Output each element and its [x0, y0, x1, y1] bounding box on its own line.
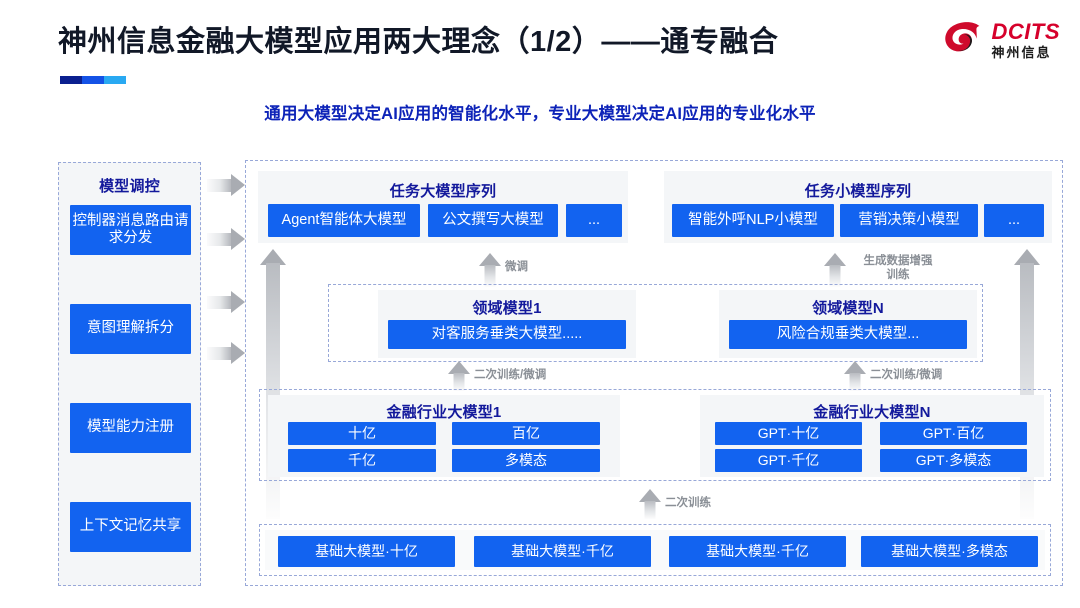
- task-small-model-title: 任务小模型序列: [804, 183, 912, 200]
- industry-model-1-title: 金融行业大模型1: [386, 404, 502, 421]
- industry-model-1-panel: 金融行业大模型1 十亿 百亿 千亿 多模态: [268, 395, 620, 477]
- task-box-outbound-nlp[interactable]: 智能外呼NLP小模型: [672, 204, 834, 237]
- domain-model-n-panel: 领域模型N 风险合规垂类大模型...: [719, 290, 977, 358]
- arrow-label-data-augmentation: 生成数据增强 训练: [863, 255, 933, 282]
- arrow-retrain: [639, 489, 661, 519]
- logo-en-text: DCITS: [991, 19, 1060, 44]
- control-panel: 模型调控 控制器消息路由请求分发 意图理解拆分 模型能力注册 上下文记忆共享: [58, 162, 201, 586]
- domain-model-1-panel: 领域模型1 对客服务垂类大模型.....: [378, 290, 636, 358]
- base-model-container: 基础大模型·十亿 基础大模型·千亿 基础大模型·千亿 基础大模型·多模态: [259, 524, 1051, 576]
- logo-cn-text: 神州信息: [991, 45, 1052, 60]
- task-large-model-title: 任务大模型序列: [389, 183, 497, 200]
- task-box-more-small[interactable]: ...: [984, 204, 1044, 237]
- control-item-router[interactable]: 控制器消息路由请求分发: [70, 205, 191, 255]
- control-panel-title: 模型调控: [99, 178, 160, 195]
- base-box-shiyi[interactable]: 基础大模型·十亿: [278, 536, 455, 567]
- domain-model-container: 领域模型1 对客服务垂类大模型..... 领域模型N 风险合规垂类大模型...: [328, 284, 983, 362]
- industry-model-n-panel: 金融行业大模型N GPT·十亿 GPT·百亿 GPT·千亿 GPT·多模态: [700, 395, 1044, 477]
- industry-n-box-gpt-multimodal[interactable]: GPT·多模态: [880, 449, 1027, 472]
- industry-n-box-gpt-shiyi[interactable]: GPT·十亿: [715, 422, 862, 445]
- base-box-qianyi-1[interactable]: 基础大模型·千亿: [474, 536, 651, 567]
- connector-arrow-4: [207, 342, 245, 364]
- control-item-context-memory[interactable]: 上下文记忆共享: [70, 502, 191, 552]
- task-box-agent[interactable]: Agent智能体大模型: [268, 204, 420, 237]
- domain-model-1-box[interactable]: 对客服务垂类大模型.....: [388, 320, 626, 349]
- connector-arrow-2: [207, 228, 245, 250]
- connector-arrow-3: [207, 291, 245, 313]
- industry-1-box-qianyi[interactable]: 千亿: [288, 449, 436, 472]
- task-large-model-panel: 任务大模型序列 Agent智能体大模型 公文撰写大模型 ...: [258, 171, 628, 243]
- industry-model-n-title: 金融行业大模型N: [813, 404, 931, 421]
- dcits-logo: DCITS 神州信息: [943, 20, 1061, 60]
- domain-model-n-box[interactable]: 风险合规垂类大模型...: [729, 320, 967, 349]
- base-box-qianyi-2[interactable]: 基础大模型·千亿: [669, 536, 846, 567]
- arrow-retrain-finetune-left: [448, 361, 470, 391]
- base-box-multimodal[interactable]: 基础大模型·多模态: [861, 536, 1038, 567]
- task-box-document-writing[interactable]: 公文撰写大模型: [428, 204, 558, 237]
- arrow-label-retrain: 二次训练: [665, 497, 711, 509]
- industry-1-box-shiyi[interactable]: 十亿: [288, 422, 436, 445]
- architecture-container: 任务大模型序列 Agent智能体大模型 公文撰写大模型 ... 任务小模型序列 …: [245, 160, 1063, 586]
- arrow-retrain-finetune-right: [844, 361, 866, 391]
- industry-1-box-baiyi[interactable]: 百亿: [452, 422, 600, 445]
- arrow-data-augmentation: [824, 253, 846, 287]
- task-box-marketing-decision[interactable]: 营销决策小模型: [840, 204, 978, 237]
- industry-1-box-multimodal[interactable]: 多模态: [452, 449, 600, 472]
- page-title: 神州信息金融大模型应用两大理念（1/2）——通专融合: [58, 26, 779, 58]
- control-item-intent[interactable]: 意图理解拆分: [70, 304, 191, 354]
- arrow-finetune-left: [479, 253, 501, 287]
- industry-n-box-gpt-qianyi[interactable]: GPT·千亿: [715, 449, 862, 472]
- dcits-swirl-icon: [944, 22, 979, 52]
- title-underline-rule: [60, 76, 126, 84]
- domain-model-n-title: 领域模型N: [812, 300, 884, 317]
- arrow-label-finetune: 微调: [505, 261, 528, 273]
- arrow-label-retrain-finetune-left: 二次训练/微调: [474, 369, 547, 381]
- page-subtitle: 通用大模型决定AI应用的智能化水平，专业大模型决定AI应用的专业化水平: [264, 105, 816, 123]
- task-small-model-panel: 任务小模型序列 智能外呼NLP小模型 营销决策小模型 ...: [664, 171, 1052, 243]
- connector-arrow-1: [207, 174, 245, 196]
- control-item-capability-registry[interactable]: 模型能力注册: [70, 403, 191, 453]
- industry-model-container: 金融行业大模型1 十亿 百亿 千亿 多模态 金融行业大模型N GPT·十亿 GP…: [259, 389, 1051, 481]
- industry-n-box-gpt-baiyi[interactable]: GPT·百亿: [880, 422, 1027, 445]
- domain-model-1-title: 领域模型1: [472, 300, 542, 317]
- arrow-label-retrain-finetune-right: 二次训练/微调: [870, 369, 943, 381]
- task-box-more[interactable]: ...: [566, 204, 622, 237]
